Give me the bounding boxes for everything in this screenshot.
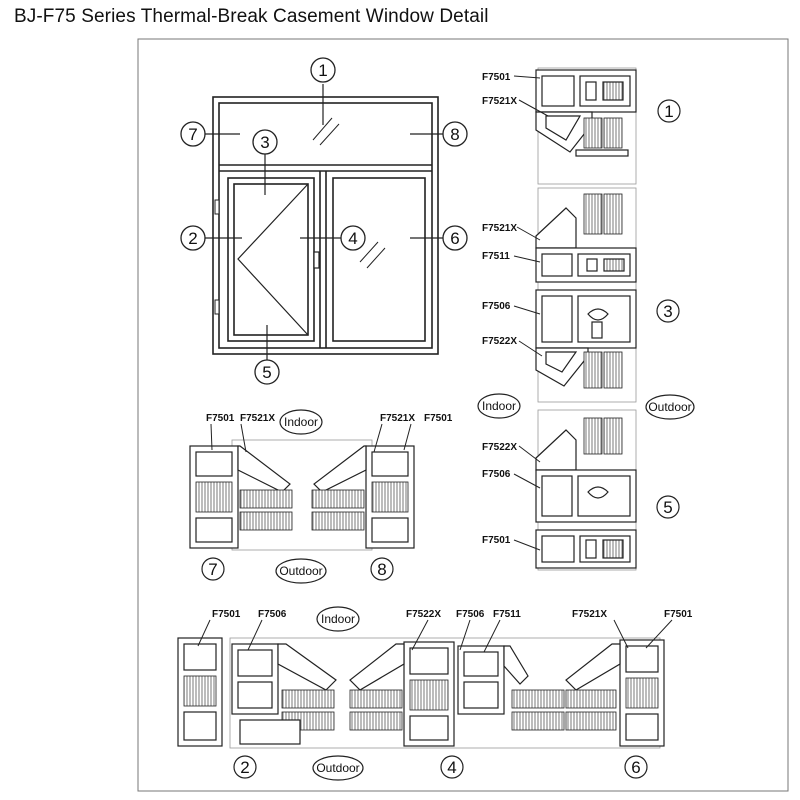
- outdoor-pill-246: Outdoor: [312, 755, 364, 781]
- profile-section-transom: [535, 193, 637, 389]
- svg-text:5: 5: [663, 498, 672, 517]
- svg-text:F7521X: F7521X: [482, 223, 517, 234]
- svg-text:F7506: F7506: [456, 609, 485, 620]
- svg-text:F7521X: F7521X: [240, 413, 275, 424]
- svg-text:7: 7: [188, 125, 197, 144]
- vertical-section: [535, 67, 637, 571]
- detail-marker-5: 5: [656, 495, 680, 519]
- vertical-section-markers: 1 3 5 Indoor Outdoor: [477, 99, 695, 519]
- outdoor-pill-3: Outdoor: [645, 394, 695, 420]
- elevation-markers: 1 7 8 3 2 4 6 5: [180, 57, 468, 385]
- detail-marker-6: 6: [624, 755, 648, 779]
- details-7-8-labels: F7501 F7521X F7521X F7501 Indoor Outdoor…: [201, 409, 453, 584]
- svg-text:F7501: F7501: [424, 413, 453, 424]
- svg-text:Indoor: Indoor: [321, 612, 355, 626]
- details-7-8: [189, 439, 415, 551]
- indoor-pill-3: Indoor: [477, 393, 521, 419]
- svg-text:F7501: F7501: [212, 609, 241, 620]
- svg-text:F7522X: F7522X: [482, 442, 517, 453]
- details-2-4-6-leaders: [197, 619, 673, 653]
- details-2-4-6-labels: F7501 F7506 F7522X F7506 F7511 F7521X F7…: [212, 606, 693, 781]
- marker-4: 4: [340, 225, 366, 251]
- handle-icon: [313, 251, 320, 269]
- svg-text:7: 7: [208, 560, 217, 579]
- detail-marker-8: 8: [370, 557, 394, 581]
- svg-text:Outdoor: Outdoor: [648, 400, 691, 414]
- svg-text:F7511: F7511: [493, 609, 521, 620]
- svg-text:4: 4: [447, 758, 456, 777]
- marker-5: 5: [254, 359, 280, 385]
- vertical-section-leaders: [513, 75, 549, 551]
- marker-3: 3: [252, 129, 278, 155]
- svg-text:Indoor: Indoor: [482, 399, 516, 413]
- svg-text:4: 4: [348, 229, 357, 248]
- detail-marker-4: 4: [440, 755, 464, 779]
- detail-marker-1: 1: [657, 99, 681, 123]
- svg-text:F7506: F7506: [258, 609, 287, 620]
- outdoor-pill-78: Outdoor: [275, 558, 327, 584]
- svg-text:2: 2: [240, 758, 249, 777]
- svg-text:6: 6: [450, 229, 459, 248]
- svg-text:F7501: F7501: [664, 609, 693, 620]
- hinge-icon: [214, 199, 220, 315]
- marker-1: 1: [310, 57, 336, 83]
- profile-section-sill: [535, 417, 637, 569]
- svg-text:8: 8: [377, 560, 386, 579]
- sheet-border: [137, 38, 789, 792]
- detail-marker-3: 3: [656, 299, 680, 323]
- svg-text:F7506: F7506: [482, 301, 511, 312]
- marker-8: 8: [442, 121, 468, 147]
- svg-text:6: 6: [631, 758, 640, 777]
- svg-text:3: 3: [260, 133, 269, 152]
- svg-text:1: 1: [664, 102, 673, 121]
- svg-text:Outdoor: Outdoor: [316, 761, 359, 775]
- svg-text:F7522X: F7522X: [406, 609, 441, 620]
- svg-text:Indoor: Indoor: [284, 415, 318, 429]
- vertical-section-labels: F7501 F7521X F7521X F7511 F7506 F7522X F…: [482, 72, 517, 546]
- detail-marker-2: 2: [233, 755, 257, 779]
- page-title: BJ-F75 Series Thermal-Break Casement Win…: [14, 6, 489, 27]
- svg-text:2: 2: [188, 229, 197, 248]
- svg-text:F7501: F7501: [482, 535, 511, 546]
- svg-text:3: 3: [663, 302, 672, 321]
- marker-6: 6: [442, 225, 468, 251]
- elevation-leaders: [202, 84, 444, 360]
- svg-text:F7521X: F7521X: [380, 413, 415, 424]
- svg-text:F7522X: F7522X: [482, 336, 517, 347]
- marker-2: 2: [180, 225, 206, 251]
- marker-7: 7: [180, 121, 206, 147]
- svg-text:F7521X: F7521X: [572, 609, 607, 620]
- svg-text:Outdoor: Outdoor: [279, 564, 322, 578]
- window-elevation: [212, 96, 439, 355]
- svg-text:F7501: F7501: [482, 72, 511, 83]
- indoor-pill-78: Indoor: [279, 409, 323, 435]
- svg-text:8: 8: [450, 125, 459, 144]
- svg-text:1: 1: [318, 61, 327, 80]
- details-2-4-6: [177, 637, 665, 749]
- svg-text:F7511: F7511: [482, 251, 510, 262]
- detail-marker-7: 7: [201, 557, 225, 581]
- svg-text:F7521X: F7521X: [482, 96, 517, 107]
- svg-text:F7506: F7506: [482, 469, 511, 480]
- svg-text:5: 5: [262, 363, 271, 382]
- svg-text:F7501: F7501: [206, 413, 235, 424]
- profile-section-head: [535, 69, 637, 157]
- indoor-pill-246: Indoor: [316, 606, 360, 632]
- details-7-8-leaders: [210, 423, 412, 453]
